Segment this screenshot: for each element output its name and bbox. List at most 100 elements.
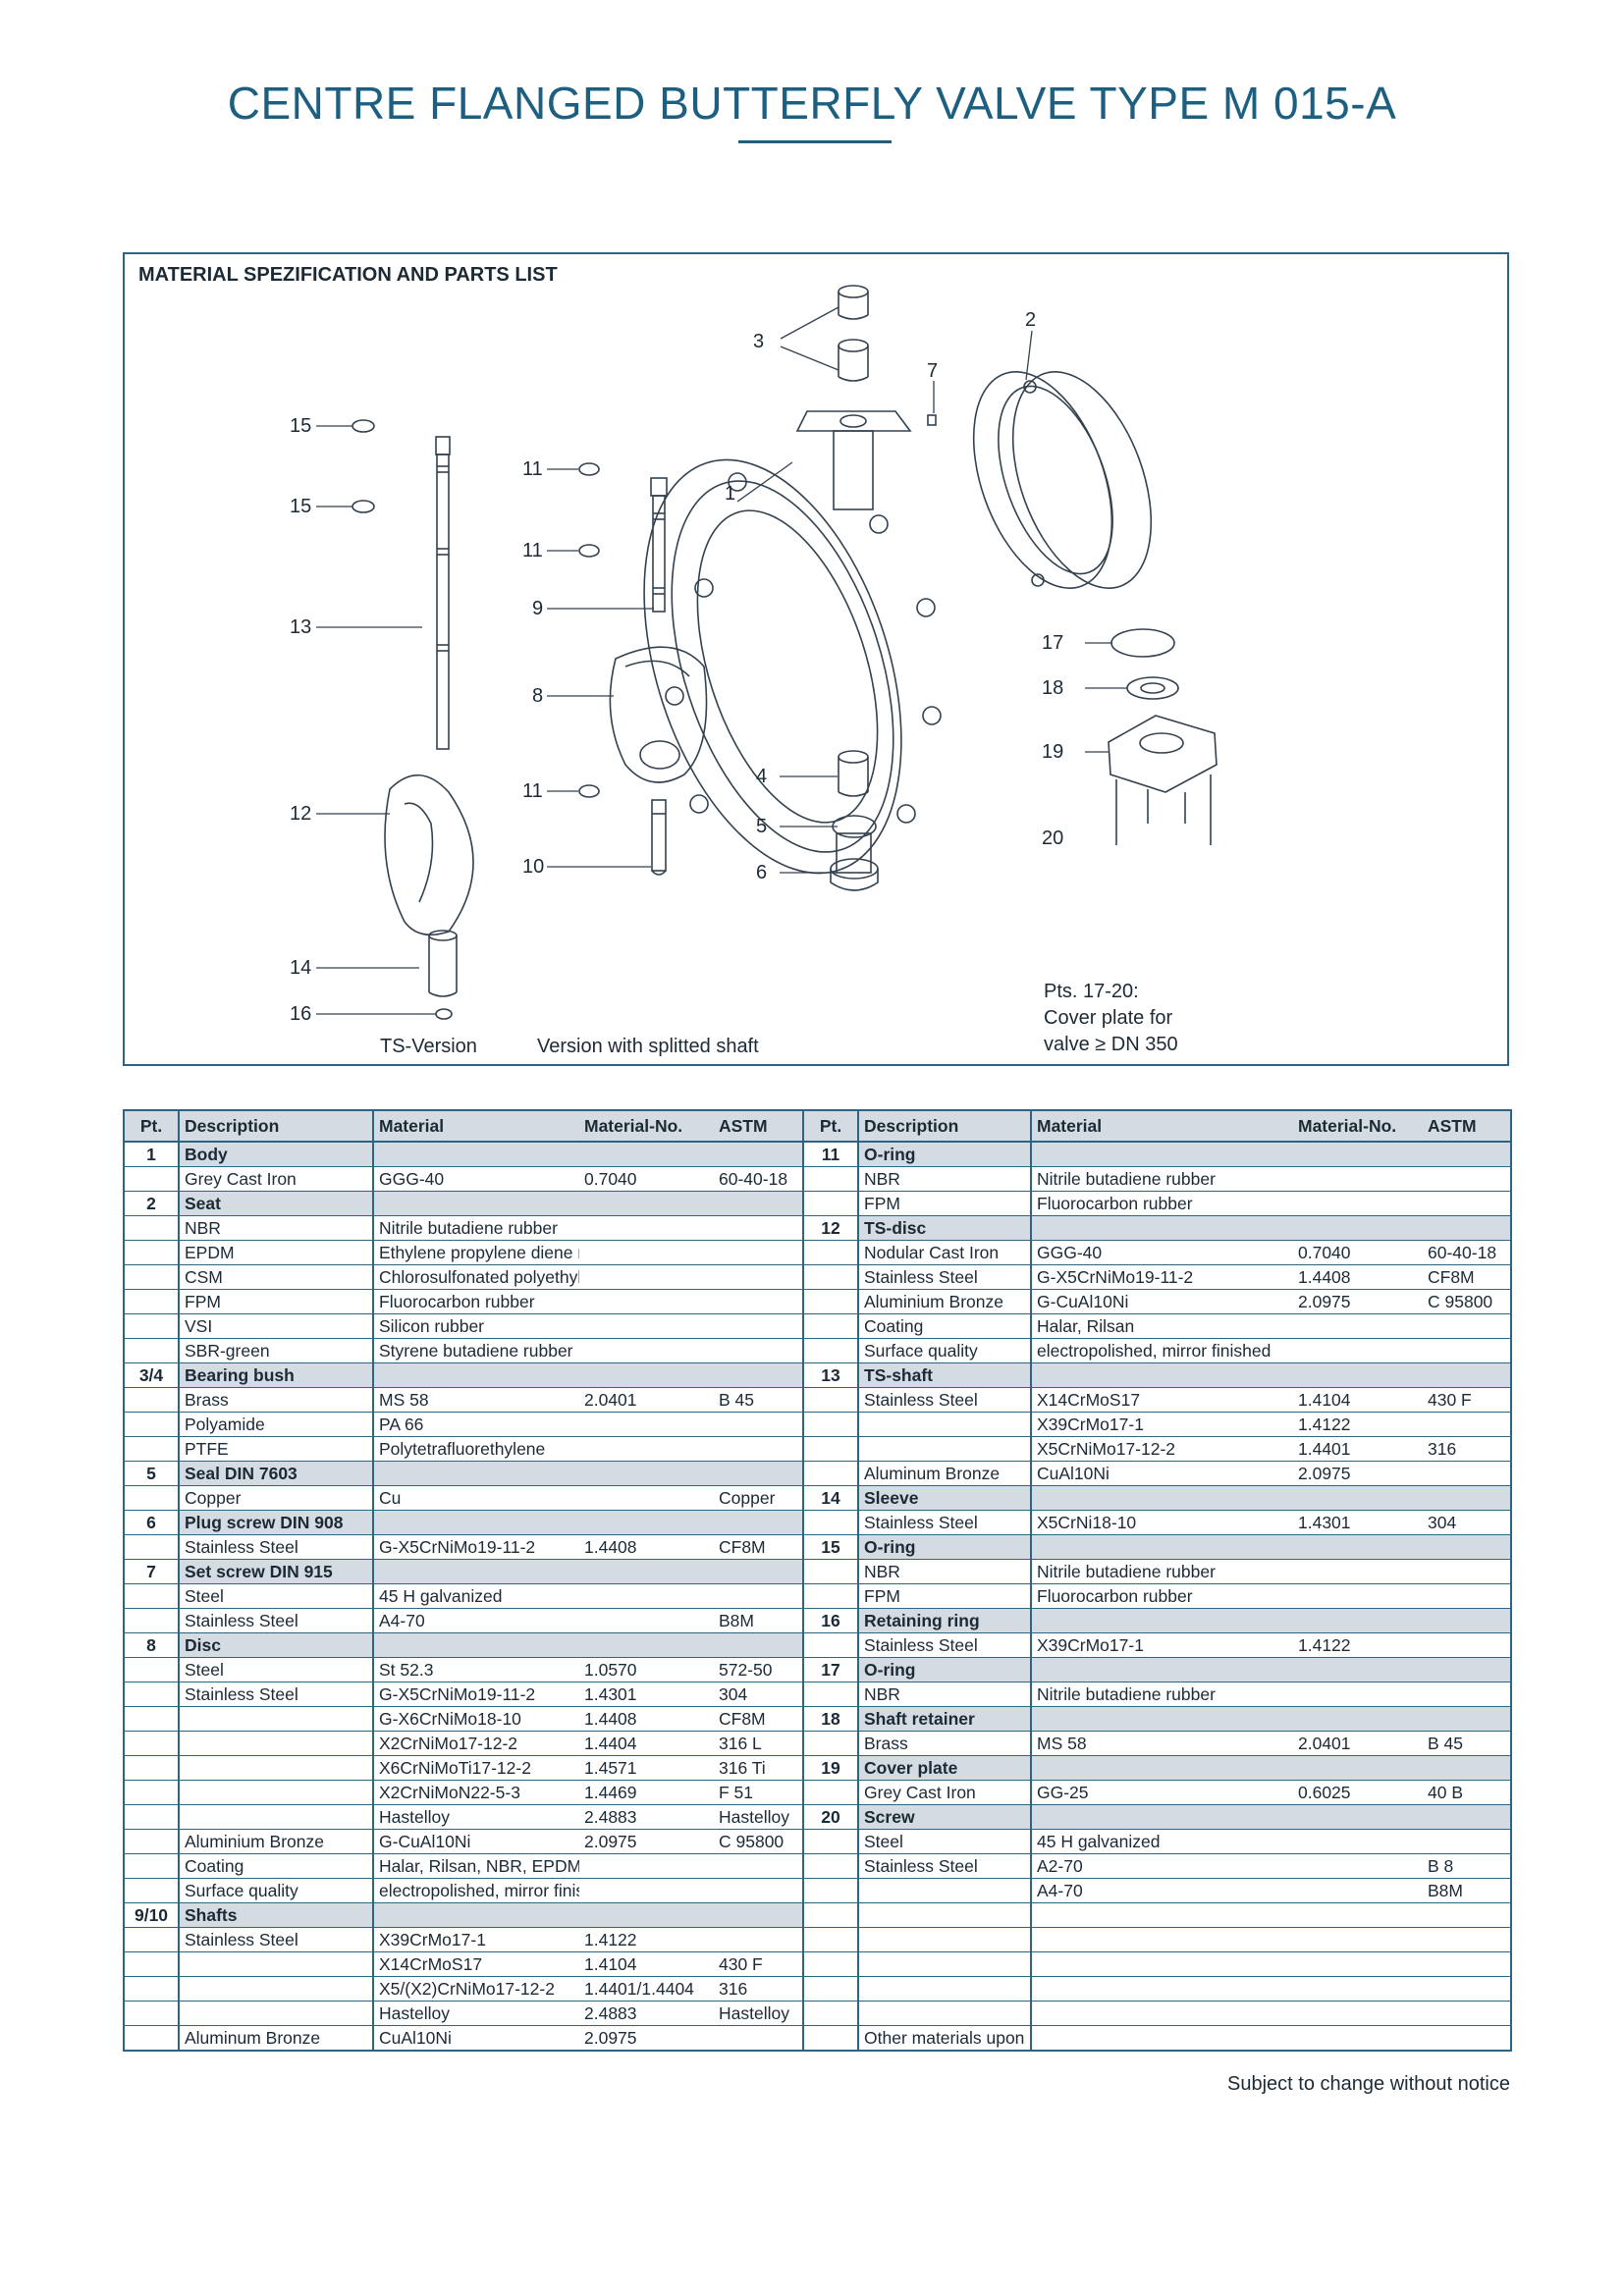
left-material-no-cell xyxy=(579,1902,714,1928)
right-material-no-cell xyxy=(1293,1804,1423,1830)
right-astm-cell: 430 F xyxy=(1423,1387,1512,1413)
callout-8: 8 xyxy=(532,685,544,707)
right-description-cell: Sleeve xyxy=(857,1485,1031,1511)
left-astm-cell: F 51 xyxy=(714,1780,803,1805)
right-material-cell: 45 H galvanized xyxy=(1030,1829,1293,1854)
right-material-cell xyxy=(1030,2025,1293,2052)
right-astm-cell xyxy=(1423,1902,1512,1928)
right-material-cell: Halar, Rilsan xyxy=(1030,1313,1293,1339)
right-material-cell: CuAl10Ni xyxy=(1030,1461,1293,1486)
left-description-cell: Seal DIN 7603 xyxy=(178,1461,373,1486)
part-15-o-ring-top xyxy=(352,419,375,433)
left-material-cell: MS 58 xyxy=(372,1387,579,1413)
right-material-no-cell xyxy=(1293,1559,1423,1584)
right-astm-cell xyxy=(1423,2001,1512,2026)
part-14-sleeve xyxy=(428,930,458,997)
right-pt-cell xyxy=(802,1510,858,1535)
note-line-1: Pts. 17-20: xyxy=(1044,981,1139,1002)
right-material-no-cell xyxy=(1293,2001,1423,2026)
right-astm-cell: B 45 xyxy=(1423,1731,1512,1756)
right-material-no-cell xyxy=(1293,1951,1423,1977)
left-description-cell: Grey Cast Iron xyxy=(178,1166,373,1192)
page-title: CENTRE FLANGED BUTTERFLY VALVE TYPE M 01… xyxy=(227,78,1397,129)
callout-10: 10 xyxy=(522,856,545,878)
left-astm-cell xyxy=(714,1191,803,1216)
right-material-cell: X39CrMo17-1 xyxy=(1030,1632,1293,1658)
right-material-no-cell xyxy=(1293,1976,1423,2002)
left-material-cell: Cu xyxy=(372,1485,579,1511)
left-description-cell xyxy=(178,1706,373,1732)
left-material-cell xyxy=(372,1510,579,1535)
header-material-no-right: Material-No. xyxy=(1293,1109,1423,1143)
left-material-no-cell: 1.4301 xyxy=(579,1682,714,1707)
left-material-cell: X14CrMoS17 xyxy=(372,1951,579,1977)
right-material-no-cell: 1.4122 xyxy=(1293,1412,1423,1437)
right-pt-cell xyxy=(802,1731,858,1756)
left-pt-cell: 3/4 xyxy=(123,1362,179,1388)
left-pt-cell: 5 xyxy=(123,1461,179,1486)
part-11-o-ring-3 xyxy=(578,784,600,798)
part-17-o-ring xyxy=(1110,628,1175,658)
left-material-no-cell xyxy=(579,1289,714,1314)
right-astm-cell xyxy=(1423,1534,1512,1560)
left-material-no-cell: 0.7040 xyxy=(579,1166,714,1192)
right-description-cell: Retaining ring xyxy=(857,1608,1031,1633)
left-pt-cell: 7 xyxy=(123,1559,179,1584)
left-material-no-cell xyxy=(579,1412,714,1437)
left-material-cell xyxy=(372,1191,579,1216)
left-material-no-cell: 2.0401 xyxy=(579,1387,714,1413)
right-material-cell: X39CrMo17-1 xyxy=(1030,1412,1293,1437)
part-2-seat xyxy=(972,371,1153,589)
right-astm-cell: B8M xyxy=(1423,1878,1512,1903)
right-material-no-cell xyxy=(1293,1608,1423,1633)
left-pt-cell: 8 xyxy=(123,1632,179,1658)
left-astm-cell: C 95800 xyxy=(714,1829,803,1854)
right-description-cell: Stainless Steel xyxy=(857,1510,1031,1535)
left-material-cell: X2CrNiMo17-12-2 xyxy=(372,1731,579,1756)
right-astm-cell xyxy=(1423,1682,1512,1707)
cover-plate-note: Pts. 17-20: Cover plate for valve ≥ DN 3… xyxy=(1044,979,1178,1058)
left-material-cell: X5/(X2)CrNiMo17-12-2 xyxy=(372,1976,579,2002)
right-description-cell xyxy=(857,2001,1031,2026)
left-material-cell xyxy=(372,1142,579,1167)
left-material-no-cell xyxy=(579,1338,714,1363)
header-material-left: Material xyxy=(372,1109,579,1143)
right-material-no-cell xyxy=(1293,1534,1423,1560)
left-pt-cell xyxy=(123,1289,179,1314)
left-material-no-cell xyxy=(579,1191,714,1216)
part-12-ts-disc xyxy=(384,774,474,936)
exploded-drawing-panel: MATERIAL SPEZIFICATION AND PARTS LIST xyxy=(123,252,1509,1066)
left-astm-cell xyxy=(714,1853,803,1879)
right-material-cell: Nitrile butadiene rubber xyxy=(1030,1682,1293,1707)
right-material-no-cell xyxy=(1293,1166,1423,1192)
right-material-cell xyxy=(1030,1215,1293,1241)
right-pt-cell: 19 xyxy=(802,1755,858,1781)
left-astm-cell xyxy=(714,1461,803,1486)
left-astm-cell: 316 L xyxy=(714,1731,803,1756)
callout-7: 7 xyxy=(927,360,939,382)
left-pt-cell: 1 xyxy=(123,1142,179,1167)
right-material-cell xyxy=(1030,1927,1293,1952)
right-material-cell xyxy=(1030,1142,1293,1167)
left-material-no-cell xyxy=(579,1436,714,1462)
left-material-cell: G-CuAl10Ni xyxy=(372,1829,579,1854)
left-astm-cell: 316 xyxy=(714,1976,803,2002)
left-description-cell xyxy=(178,2001,373,2026)
right-material-no-cell xyxy=(1293,1191,1423,1216)
left-material-cell xyxy=(372,1902,579,1928)
right-pt-cell: 18 xyxy=(802,1706,858,1732)
left-material-cell xyxy=(372,1461,579,1486)
right-astm-cell: 304 xyxy=(1423,1510,1512,1535)
right-pt-cell xyxy=(802,1902,858,1928)
left-astm-cell: 60-40-18 xyxy=(714,1166,803,1192)
part-19-cover-plate xyxy=(1108,715,1218,793)
left-pt-cell xyxy=(123,1240,179,1265)
right-pt-cell: 15 xyxy=(802,1534,858,1560)
